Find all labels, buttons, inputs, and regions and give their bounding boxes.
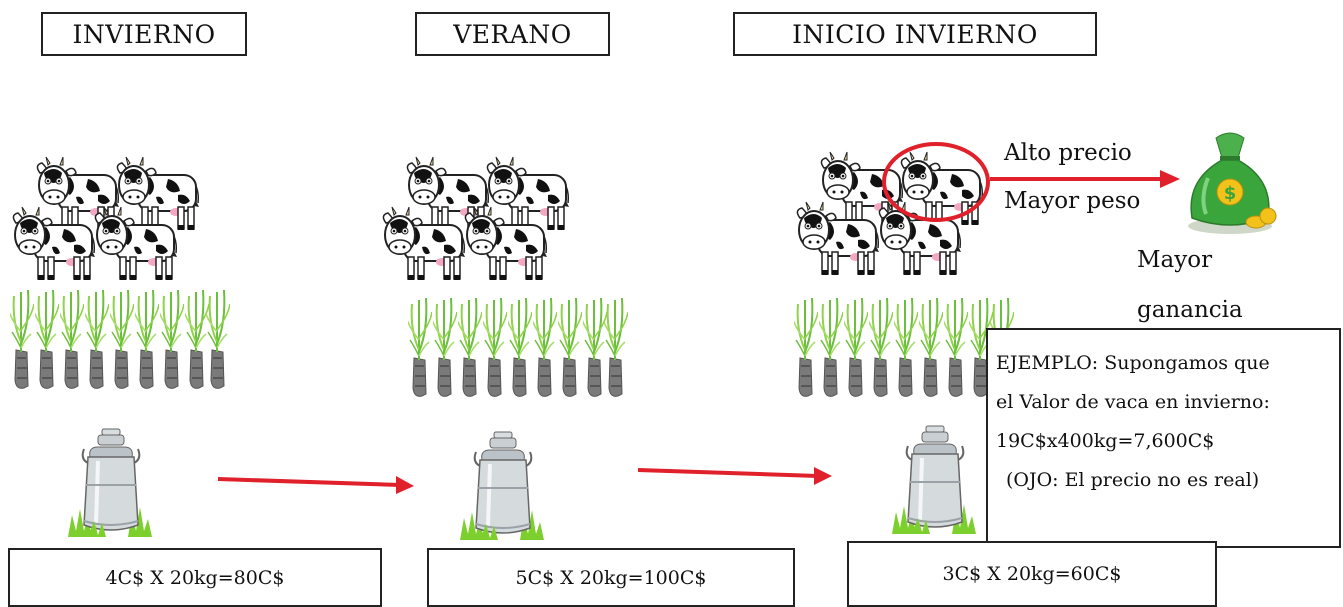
example-line-4: (OJO: El precio no es real) <box>1006 469 1260 491</box>
milk-can-icon <box>892 422 976 534</box>
cow-herd-icon <box>12 155 212 285</box>
example-line-2: el Valor de vaca en invierno: <box>996 391 1270 413</box>
arrow-winter-to-summer <box>217 476 414 494</box>
arrow-summer-to-early-winter <box>637 467 832 485</box>
example-box: EJEMPLO: Supongamos que el Valor de vaca… <box>986 328 1341 548</box>
cow-herd-icon <box>382 155 582 285</box>
milk-can-icon <box>68 425 152 537</box>
calculation-winter: 4C$ X 20kg=80C$ <box>8 548 382 607</box>
label-high-price: Alto precio <box>1004 140 1132 166</box>
calculation-early-winter: 3C$ X 20kg=60C$ <box>847 541 1217 607</box>
money-bag-icon: $ <box>1188 132 1277 234</box>
season-title-winter: INVIERNO <box>41 12 247 56</box>
sugarcane-icon <box>408 290 628 400</box>
label-more-weight: Mayor peso <box>1004 188 1141 214</box>
season-title-summer: VERANO <box>415 12 610 56</box>
sugarcane-icon <box>10 282 230 392</box>
season-title-early-winter: INICIO INVIERNO <box>733 12 1097 56</box>
svg-text:$: $ <box>1224 183 1237 204</box>
sugarcane-icon <box>794 290 1014 400</box>
calculation-summer: 5C$ X 20kg=100C$ <box>427 548 795 607</box>
highlight-circle <box>882 142 990 222</box>
label-more-profit-1: Mayor <box>1137 247 1213 273</box>
arrow-to-money <box>990 170 1180 188</box>
example-line-1: EJEMPLO: Supongamos que <box>996 352 1270 374</box>
example-line-3: 19C$x400kg=7,600C$ <box>996 430 1215 452</box>
milk-can-icon <box>460 428 544 540</box>
label-more-profit-2: ganancia <box>1137 297 1243 323</box>
